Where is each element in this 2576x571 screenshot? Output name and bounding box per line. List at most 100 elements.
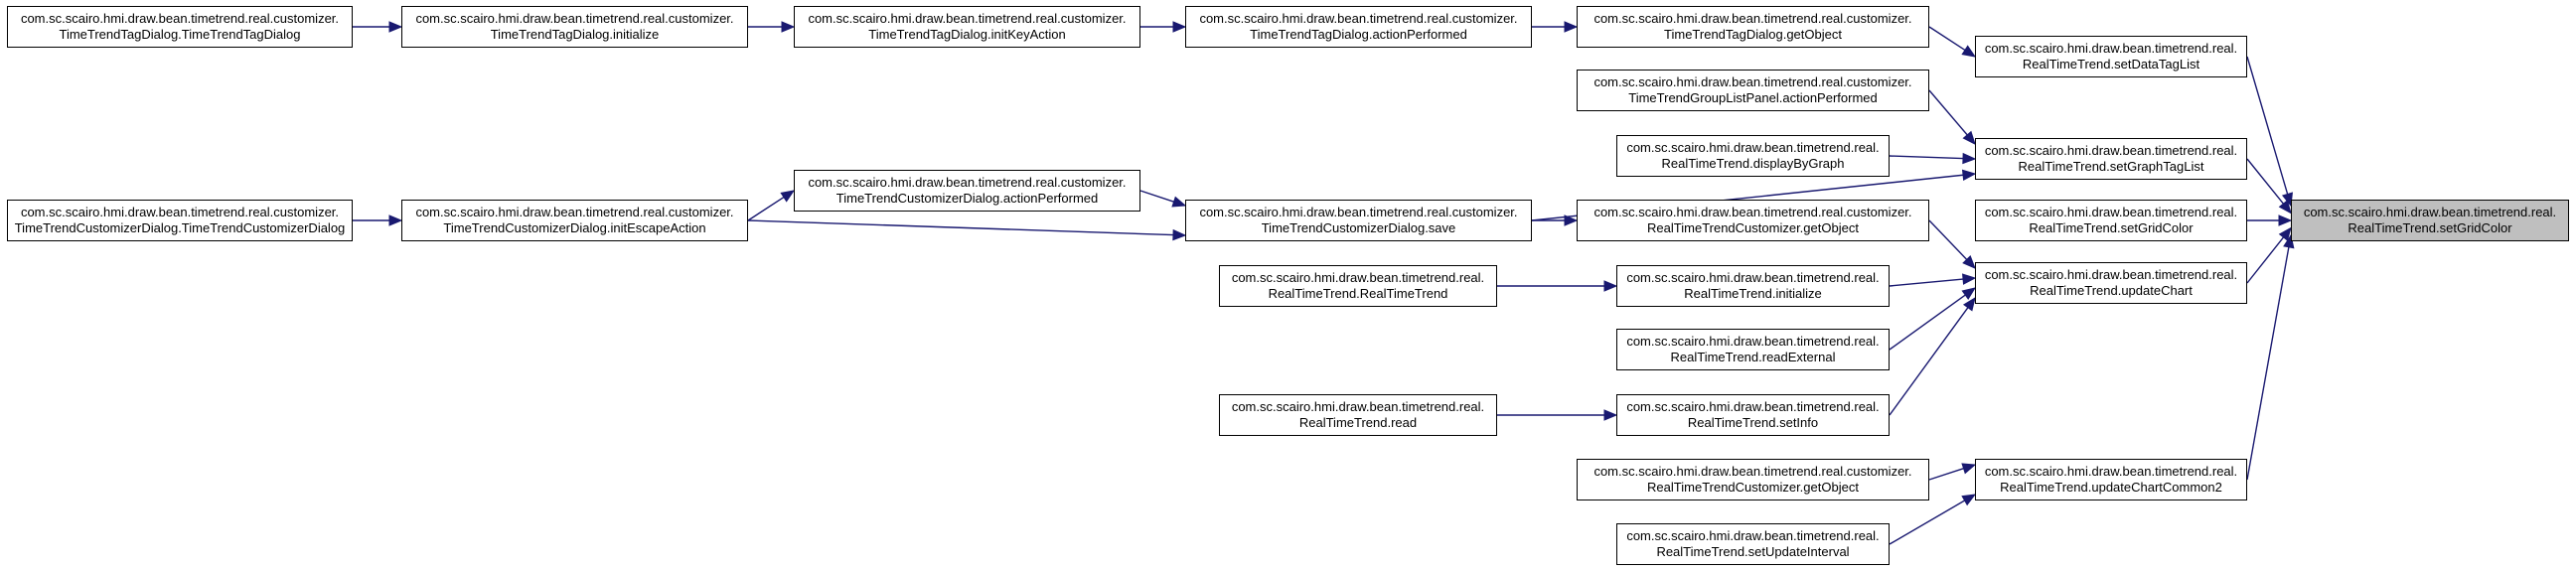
node-line1: com.sc.scairo.hmi.draw.bean.timetrend.re…	[1593, 74, 1912, 89]
call-edge	[1889, 500, 1965, 545]
node-update-chart[interactable]: com.sc.scairo.hmi.draw.bean.timetrend.re…	[1975, 262, 2247, 304]
node-line1: com.sc.scairo.hmi.draw.bean.timetrend.re…	[1199, 11, 1518, 26]
node-rt-read[interactable]: com.sc.scairo.hmi.draw.bean.timetrend.re…	[1219, 394, 1497, 436]
call-edge	[1139, 190, 1174, 203]
node-line1: com.sc.scairo.hmi.draw.bean.timetrend.re…	[1626, 140, 1880, 155]
call-edge	[1928, 26, 1966, 52]
node-line2: RealTimeTrend.updateChartCommon2	[2000, 480, 2222, 495]
call-edge-arrowhead	[1961, 287, 1977, 300]
node-line1: com.sc.scairo.hmi.draw.bean.timetrend.re…	[1984, 205, 2238, 219]
call-edge-arrowhead	[1961, 463, 1977, 475]
node-line2: TimeTrendTagDialog.TimeTrendTagDialog	[59, 27, 301, 42]
call-edge-arrowhead	[1172, 228, 1187, 241]
call-edge	[2246, 158, 2285, 205]
node-line2: TimeTrendTagDialog.actionPerformed	[1250, 27, 1467, 42]
node-line1: com.sc.scairo.hmi.draw.bean.timetrend.re…	[415, 205, 734, 219]
call-edge	[747, 196, 785, 221]
node-set-info[interactable]: com.sc.scairo.hmi.draw.bean.timetrend.re…	[1616, 394, 1890, 436]
node-update-chart-common2[interactable]: com.sc.scairo.hmi.draw.bean.timetrend.re…	[1975, 459, 2247, 500]
call-edge-arrowhead	[1172, 21, 1187, 33]
call-edge-arrowhead	[1962, 254, 1976, 269]
node-line1: com.sc.scairo.hmi.draw.bean.timetrend.re…	[1984, 464, 2238, 479]
node-line2: RealTimeTrend.setGridColor	[2029, 220, 2194, 235]
node-line1: com.sc.scairo.hmi.draw.bean.timetrend.re…	[808, 11, 1127, 26]
node-rt-set-grid-color[interactable]: com.sc.scairo.hmi.draw.bean.timetrend.re…	[1975, 200, 2247, 241]
node-line1: com.sc.scairo.hmi.draw.bean.timetrend.re…	[1593, 11, 1912, 26]
call-edge-arrowhead	[1962, 296, 1976, 312]
node-set-data-tag-list[interactable]: com.sc.scairo.hmi.draw.bean.timetrend.re…	[1975, 36, 2247, 77]
node-line2: TimeTrendGroupListPanel.actionPerformed	[1628, 90, 1878, 105]
call-edge-arrowhead	[2278, 226, 2292, 241]
node-line2: RealTimeTrend.updateChart	[2030, 283, 2193, 298]
call-edge-arrowhead	[1961, 45, 1977, 58]
node-line1: com.sc.scairo.hmi.draw.bean.timetrend.re…	[1984, 41, 2238, 56]
node-tcd-constructor[interactable]: com.sc.scairo.hmi.draw.bean.timetrend.re…	[7, 200, 353, 241]
call-edge	[747, 219, 1174, 236]
node-ttd-constructor[interactable]: com.sc.scairo.hmi.draw.bean.timetrend.re…	[7, 6, 353, 48]
call-edge-arrowhead	[1962, 130, 1976, 145]
node-rt-initialize[interactable]: com.sc.scairo.hmi.draw.bean.timetrend.re…	[1616, 265, 1890, 307]
node-line1: com.sc.scairo.hmi.draw.bean.timetrend.re…	[1199, 205, 1518, 219]
call-edge	[1928, 468, 1964, 481]
call-edge-arrowhead	[1962, 152, 1977, 165]
node-line2: RealTimeTrend.readExternal	[1670, 350, 1836, 364]
node-line1: com.sc.scairo.hmi.draw.bean.timetrend.re…	[1231, 399, 1485, 414]
call-edge	[1889, 294, 1966, 351]
node-line1: com.sc.scairo.hmi.draw.bean.timetrend.re…	[20, 11, 340, 26]
node-line2: TimeTrendCustomizerDialog.initEscapeActi…	[443, 220, 706, 235]
node-line2: RealTimeTrend.setInfo	[1687, 415, 1819, 430]
node-line2: TimeTrendCustomizerDialog.TimeTrendCusto…	[14, 220, 346, 235]
node-ttd-action-performed[interactable]: com.sc.scairo.hmi.draw.bean.timetrend.re…	[1185, 6, 1532, 48]
node-rt-constructor[interactable]: com.sc.scairo.hmi.draw.bean.timetrend.re…	[1219, 265, 1497, 307]
node-line1: com.sc.scairo.hmi.draw.bean.timetrend.re…	[1984, 143, 2238, 158]
node-set-graph-tag-list[interactable]: com.sc.scairo.hmi.draw.bean.timetrend.re…	[1975, 138, 2247, 180]
node-root: com.sc.scairo.hmi.draw.bean.timetrend.re…	[2291, 200, 2569, 241]
call-edge-arrowhead	[388, 214, 403, 226]
node-ttd-init-key-action[interactable]: com.sc.scairo.hmi.draw.bean.timetrend.re…	[794, 6, 1140, 48]
node-tcd-save[interactable]: com.sc.scairo.hmi.draw.bean.timetrend.re…	[1185, 200, 1532, 241]
node-line2: RealTimeTrend.setUpdateInterval	[1656, 544, 1850, 559]
node-line1: com.sc.scairo.hmi.draw.bean.timetrend.re…	[1231, 270, 1485, 285]
node-line2: TimeTrendCustomizerDialog.save	[1261, 220, 1456, 235]
call-edge-arrowhead	[1961, 169, 1977, 182]
node-tcd-action-performed[interactable]: com.sc.scairo.hmi.draw.bean.timetrend.re…	[794, 170, 1140, 212]
node-set-update-interval[interactable]: com.sc.scairo.hmi.draw.bean.timetrend.re…	[1616, 523, 1890, 565]
node-line2: TimeTrendTagDialog.getObject	[1664, 27, 1842, 42]
call-edge-arrowhead	[1603, 409, 1618, 421]
node-line2: RealTimeTrend.setGraphTagList	[2018, 159, 2204, 174]
node-rtc-get-object[interactable]: com.sc.scairo.hmi.draw.bean.timetrend.re…	[1577, 459, 1929, 500]
node-line1: com.sc.scairo.hmi.draw.bean.timetrend.re…	[1626, 528, 1880, 543]
node-ttglp-action-performed[interactable]: com.sc.scairo.hmi.draw.bean.timetrend.re…	[1577, 70, 1929, 111]
node-ttd-get-object[interactable]: com.sc.scairo.hmi.draw.bean.timetrend.re…	[1577, 6, 1929, 48]
node-display-by-graph[interactable]: com.sc.scairo.hmi.draw.bean.timetrend.re…	[1616, 135, 1890, 177]
call-edge	[1928, 89, 1968, 136]
call-edge	[1889, 278, 1964, 287]
call-edge-arrowhead	[1564, 21, 1579, 33]
call-edge-arrowhead	[1962, 273, 1977, 285]
node-line2: RealTimeTrend.RealTimeTrend	[1268, 286, 1448, 301]
node-line2: TimeTrendTagDialog.initKeyAction	[868, 27, 1066, 42]
node-line1: com.sc.scairo.hmi.draw.bean.timetrend.re…	[1593, 205, 1912, 219]
node-line1: com.sc.scairo.hmi.draw.bean.timetrend.re…	[808, 175, 1127, 190]
call-edge-arrowhead	[1961, 494, 1977, 506]
call-edge-arrowhead	[1171, 196, 1187, 208]
call-edge	[1889, 307, 1969, 416]
node-ttd-initialize[interactable]: com.sc.scairo.hmi.draw.bean.timetrend.re…	[401, 6, 748, 48]
call-edge-arrowhead	[1564, 214, 1579, 226]
node-line1: com.sc.scairo.hmi.draw.bean.timetrend.re…	[1626, 334, 1880, 349]
node-root-line2: RealTimeTrend.setGridColor	[2348, 220, 2512, 235]
node-root-line1: com.sc.scairo.hmi.draw.bean.timetrend.re…	[2303, 205, 2557, 219]
call-edge	[1889, 155, 1964, 160]
node-line1: com.sc.scairo.hmi.draw.bean.timetrend.re…	[1626, 270, 1880, 285]
call-edge	[2246, 246, 2290, 481]
node-tcd-init-escape-action[interactable]: com.sc.scairo.hmi.draw.bean.timetrend.re…	[401, 200, 748, 241]
node-line2: RealTimeTrend.read	[1298, 415, 1418, 430]
call-edge	[1928, 219, 1968, 260]
node-read-external[interactable]: com.sc.scairo.hmi.draw.bean.timetrend.re…	[1616, 329, 1890, 370]
call-edge-arrowhead	[2278, 200, 2292, 214]
node-rtc-get-object[interactable]: com.sc.scairo.hmi.draw.bean.timetrend.re…	[1577, 200, 1929, 241]
call-edge-arrowhead	[1603, 280, 1618, 292]
node-line2: TimeTrendTagDialog.initialize	[490, 27, 660, 42]
node-line2: RealTimeTrend.setDataTagList	[2022, 57, 2200, 71]
